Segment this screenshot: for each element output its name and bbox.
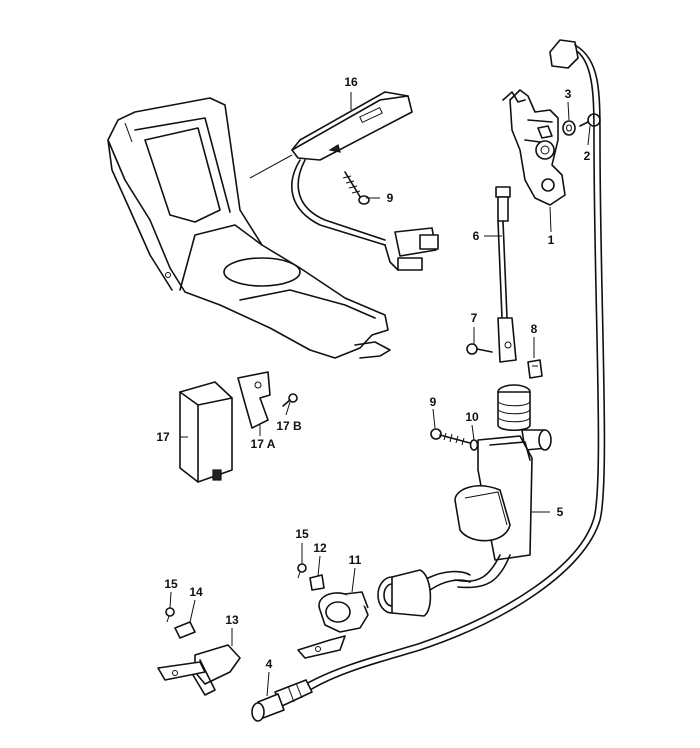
part-1-lock-mechanism bbox=[502, 89, 566, 206]
cable-assembly bbox=[305, 39, 606, 691]
callout-6: 6 bbox=[473, 229, 480, 243]
lock-cylinder bbox=[377, 569, 471, 617]
callout-5: 5 bbox=[557, 505, 564, 519]
leader-lines bbox=[169, 92, 591, 697]
callout-17: 17 bbox=[156, 430, 170, 444]
callout-16: 16 bbox=[344, 75, 358, 89]
part-17a-bracket bbox=[237, 371, 271, 429]
part-16-control-module bbox=[249, 91, 439, 271]
callout-12: 12 bbox=[313, 541, 327, 555]
part-9-screw-middle bbox=[430, 428, 471, 446]
callout-14: 14 bbox=[189, 585, 203, 599]
callout-labels: 16 9 3 2 1 6 7 8 9 10 5 17 17 A 17 B 11 … bbox=[156, 75, 590, 671]
part-15-screw-center bbox=[297, 563, 307, 579]
callout-10: 10 bbox=[465, 410, 479, 424]
callout-8: 8 bbox=[531, 322, 538, 336]
part-10-washer bbox=[469, 439, 479, 451]
part-17-relay-box bbox=[179, 381, 233, 483]
center-console bbox=[107, 97, 391, 359]
part-14-plate bbox=[174, 621, 196, 639]
callout-2: 2 bbox=[584, 149, 591, 163]
part-11-switch-housing bbox=[297, 591, 369, 659]
part-3-bushing bbox=[562, 120, 576, 136]
part-8-clip bbox=[527, 359, 543, 379]
callout-17b: 17 B bbox=[276, 419, 302, 433]
callout-15-center: 15 bbox=[295, 527, 309, 541]
part-2-screw bbox=[579, 113, 601, 127]
callout-17a: 17 A bbox=[251, 437, 276, 451]
part-4-cable-end bbox=[251, 679, 313, 722]
callout-11: 11 bbox=[349, 553, 362, 567]
part-12-clip bbox=[309, 574, 325, 591]
callout-13: 13 bbox=[225, 613, 239, 627]
part-5-actuator bbox=[454, 384, 552, 589]
callout-4: 4 bbox=[266, 657, 273, 671]
callout-9-middle: 9 bbox=[430, 395, 437, 409]
callout-7: 7 bbox=[471, 311, 478, 325]
callout-1: 1 bbox=[548, 233, 555, 247]
callout-9-top: 9 bbox=[387, 191, 394, 205]
callout-15-left: 15 bbox=[164, 577, 178, 591]
part-9-screw-top bbox=[328, 144, 370, 205]
part-6-rod bbox=[495, 186, 517, 363]
part-13-bracket bbox=[157, 644, 241, 696]
part-17b-screw bbox=[282, 393, 298, 407]
callout-3: 3 bbox=[565, 87, 572, 101]
part-7-screw bbox=[466, 343, 493, 355]
part-15-screw-left bbox=[165, 607, 175, 623]
